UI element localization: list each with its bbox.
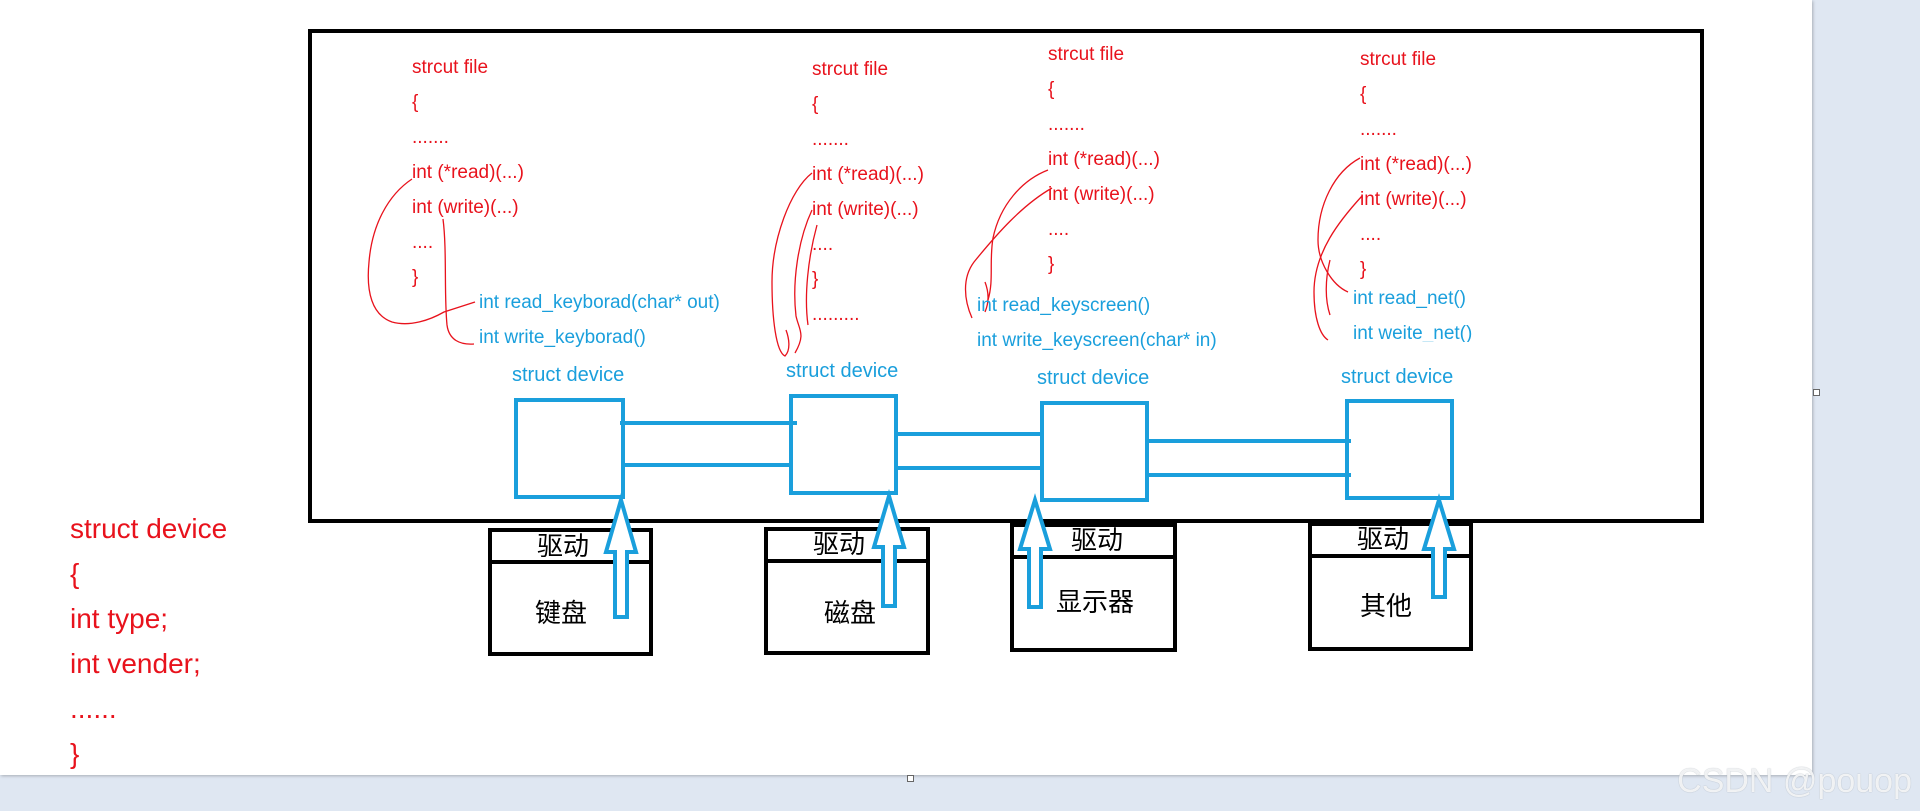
arrow-3 <box>1017 493 1053 609</box>
file-struct-4-line: strcut file <box>1360 49 1437 70</box>
file-struct-1-line: { <box>412 92 419 113</box>
kernel-frame <box>308 29 1704 523</box>
hardware-label-keyboard: 键盘 <box>535 598 588 628</box>
file-struct-4-line: } <box>1360 259 1367 280</box>
bracket-1 <box>367 178 476 325</box>
struct-def-line: { <box>70 558 80 589</box>
arrow-2 <box>871 488 907 608</box>
bracket-3c <box>984 281 989 313</box>
file-struct-1-line: ....... <box>412 127 449 148</box>
hardware-box-1 <box>488 560 653 656</box>
hardware-label-other: 其他 <box>1360 591 1413 621</box>
device-label-2: struct device <box>786 360 899 382</box>
file-struct-4-line: int (*read)(...) <box>1360 154 1472 175</box>
file-struct-1-line: strcut file <box>412 57 489 78</box>
file-struct-2-line: ....... <box>812 129 849 150</box>
resize-handle-right[interactable] <box>1813 389 1820 396</box>
file-struct-4-line: ....... <box>1360 119 1397 140</box>
file-struct-3-line: int (write)(...) <box>1048 184 1155 205</box>
file-struct-2-line: .... <box>812 234 834 255</box>
device-box-2 <box>789 394 898 495</box>
driver-label-4: 驱动 <box>1357 524 1410 554</box>
struct-def-line: int type; <box>70 603 169 634</box>
file-struct-2-line: strcut file <box>812 59 889 80</box>
bracket-3b <box>964 187 1053 319</box>
file-struct-2-line: ......... <box>812 304 860 325</box>
resize-handle-bottom[interactable] <box>907 775 914 782</box>
bracket-2b <box>794 209 813 354</box>
net-read-func: int read_net() <box>1353 288 1467 309</box>
hardware-label-disk: 磁盘 <box>824 598 877 628</box>
bracket-3 <box>987 169 1049 301</box>
bracket-2 <box>771 172 813 357</box>
file-struct-3-line: .... <box>1048 219 1070 240</box>
bracket-1b <box>442 218 475 345</box>
file-struct-2-line: int (write)(...) <box>812 199 919 220</box>
screen-read-func: int read_keyscreen() <box>977 295 1151 316</box>
arrow-1 <box>603 492 639 619</box>
device-label-1: struct device <box>512 364 625 386</box>
screen-write-func: int write_keyscreen(char* in) <box>977 330 1217 351</box>
device-label-3: struct device <box>1037 367 1150 389</box>
file-struct-1-line: } <box>412 267 419 288</box>
struct-def-line: ...... <box>70 693 117 724</box>
struct-def-line: struct device <box>70 513 228 544</box>
file-struct-3-line: strcut file <box>1048 44 1125 65</box>
file-struct-1-line: int (*read)(...) <box>412 162 524 183</box>
file-struct-3-line: } <box>1048 254 1055 275</box>
file-struct-1-line: int (write)(...) <box>412 197 519 218</box>
struct-def-line: int vender; <box>70 648 201 679</box>
file-struct-2-line: int (*read)(...) <box>812 164 924 185</box>
device-label-4: struct device <box>1341 366 1454 388</box>
driver-label-2: 驱动 <box>813 529 866 559</box>
arrow-4 <box>1421 493 1457 599</box>
file-struct-4-line: { <box>1360 84 1367 105</box>
driver-label-1: 驱动 <box>537 531 590 561</box>
device-box-4 <box>1345 399 1454 500</box>
file-struct-3-line: ....... <box>1048 114 1085 135</box>
file-struct-3-line: { <box>1048 79 1055 100</box>
file-struct-4-line: int (write)(...) <box>1360 189 1467 210</box>
file-struct-1-line: .... <box>412 232 434 253</box>
net-write-func: int weite_net() <box>1353 324 1473 342</box>
device-box-1 <box>514 398 625 499</box>
drawing-canvas <box>0 0 1812 775</box>
keyboard-write-func: int write_keyborad() <box>479 327 646 348</box>
watermark: CSDN @pouop <box>1677 762 1912 800</box>
driver-label-3: 驱动 <box>1071 525 1124 555</box>
file-struct-2-line: } <box>812 269 819 290</box>
struct-def-line: } <box>70 738 80 769</box>
file-struct-3-line: int (*read)(...) <box>1048 149 1160 170</box>
bracket-2c <box>805 224 818 326</box>
file-struct-2-line: { <box>812 94 819 115</box>
bracket-4c <box>1325 259 1331 316</box>
device-box-3 <box>1040 401 1149 502</box>
hardware-box-3 <box>1010 555 1177 652</box>
hardware-label-display: 显示器 <box>1056 587 1135 617</box>
hardware-box-2 <box>764 559 930 655</box>
hardware-box-4 <box>1308 554 1473 651</box>
file-struct-4-line: .... <box>1360 224 1382 245</box>
keyboard-read-func: int read_keyborad(char* out) <box>479 292 720 313</box>
bracket-4 <box>1317 157 1361 293</box>
bracket-4b <box>1313 195 1363 341</box>
